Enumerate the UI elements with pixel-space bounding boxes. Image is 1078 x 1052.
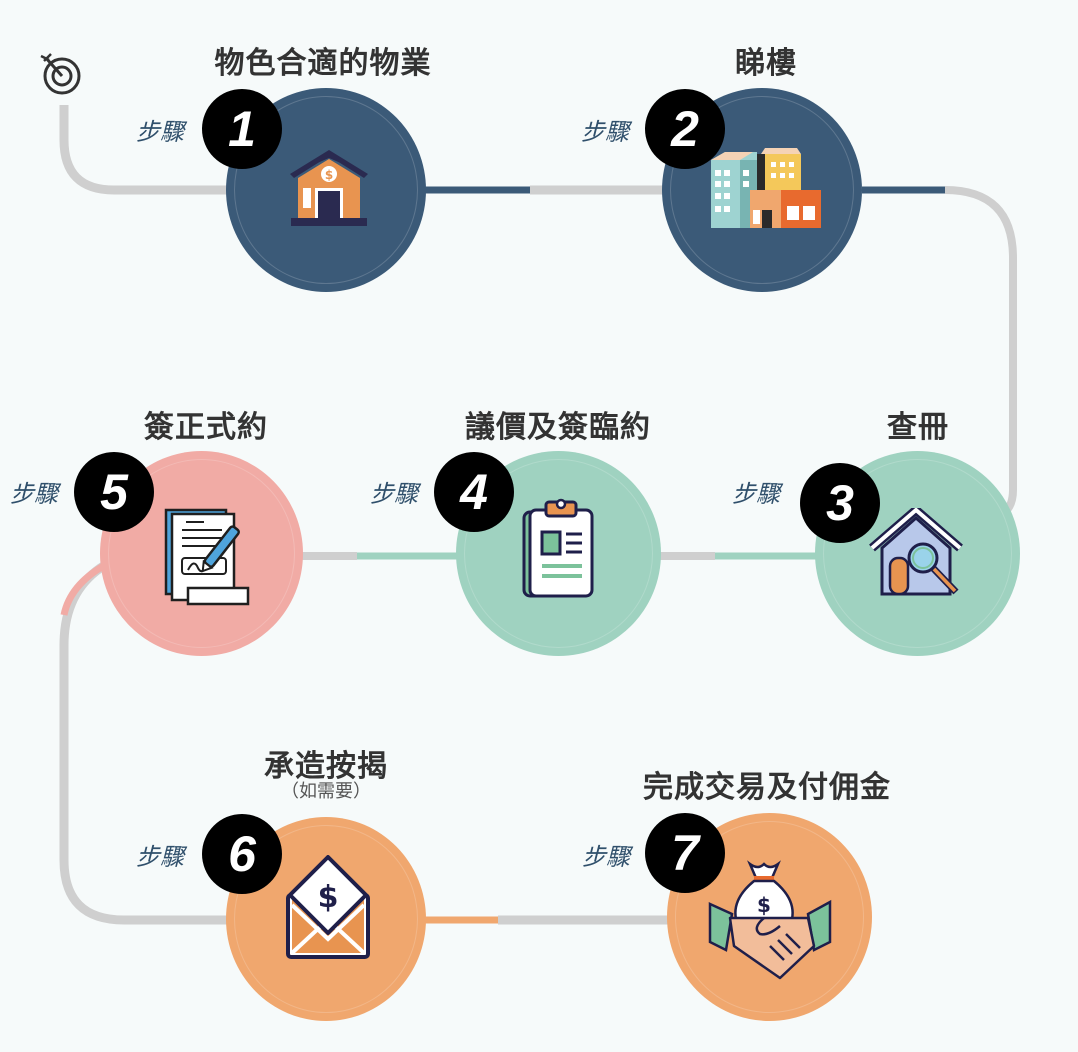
step-number-badge: 6 xyxy=(202,814,282,894)
step-title: 承造按揭 xyxy=(264,749,388,784)
step-number-badge: 7 xyxy=(645,813,725,893)
step-number-badge: 3 xyxy=(800,463,880,543)
buildings-icon xyxy=(711,148,821,228)
connector-5-6-pink xyxy=(60,561,107,616)
handshake-money-icon: $ xyxy=(708,860,832,980)
svg-text:$: $ xyxy=(757,893,771,917)
step-number-badge: 1 xyxy=(202,89,282,169)
step-title: 睇樓 xyxy=(735,46,797,81)
connector-2-3-grey xyxy=(944,186,1017,516)
step-subtitle: （如需要） xyxy=(281,781,371,802)
step-label: 步驟 xyxy=(582,843,630,871)
target-icon xyxy=(40,53,81,95)
step-title: 完成交易及付佣金 xyxy=(643,770,891,805)
step-title: 物色合適的物業 xyxy=(214,46,432,81)
step-number-badge: 4 xyxy=(434,452,514,532)
step-label: 步驟 xyxy=(136,843,184,871)
step-label: 步驟 xyxy=(10,480,58,508)
step-label: 步驟 xyxy=(732,480,780,508)
svg-text:$: $ xyxy=(325,168,333,182)
step-title: 查冊 xyxy=(887,410,949,445)
svg-text:$: $ xyxy=(318,880,339,915)
step-label: 步驟 xyxy=(370,480,418,508)
connector-start xyxy=(59,105,230,195)
house-dollar-icon: $ xyxy=(290,150,368,226)
envelope-dollar-icon: $ xyxy=(286,855,370,959)
step-label: 步驟 xyxy=(136,118,184,146)
house-search-icon xyxy=(869,508,963,596)
step-number-badge: 5 xyxy=(74,452,154,532)
step-title: 簽正式約 xyxy=(144,410,268,445)
step-title: 議價及簽臨約 xyxy=(465,410,651,445)
step-number-badge: 2 xyxy=(645,89,725,169)
contract-sign-icon xyxy=(164,508,250,606)
clipboard-icon xyxy=(522,498,594,598)
step-label: 步驟 xyxy=(581,118,629,146)
